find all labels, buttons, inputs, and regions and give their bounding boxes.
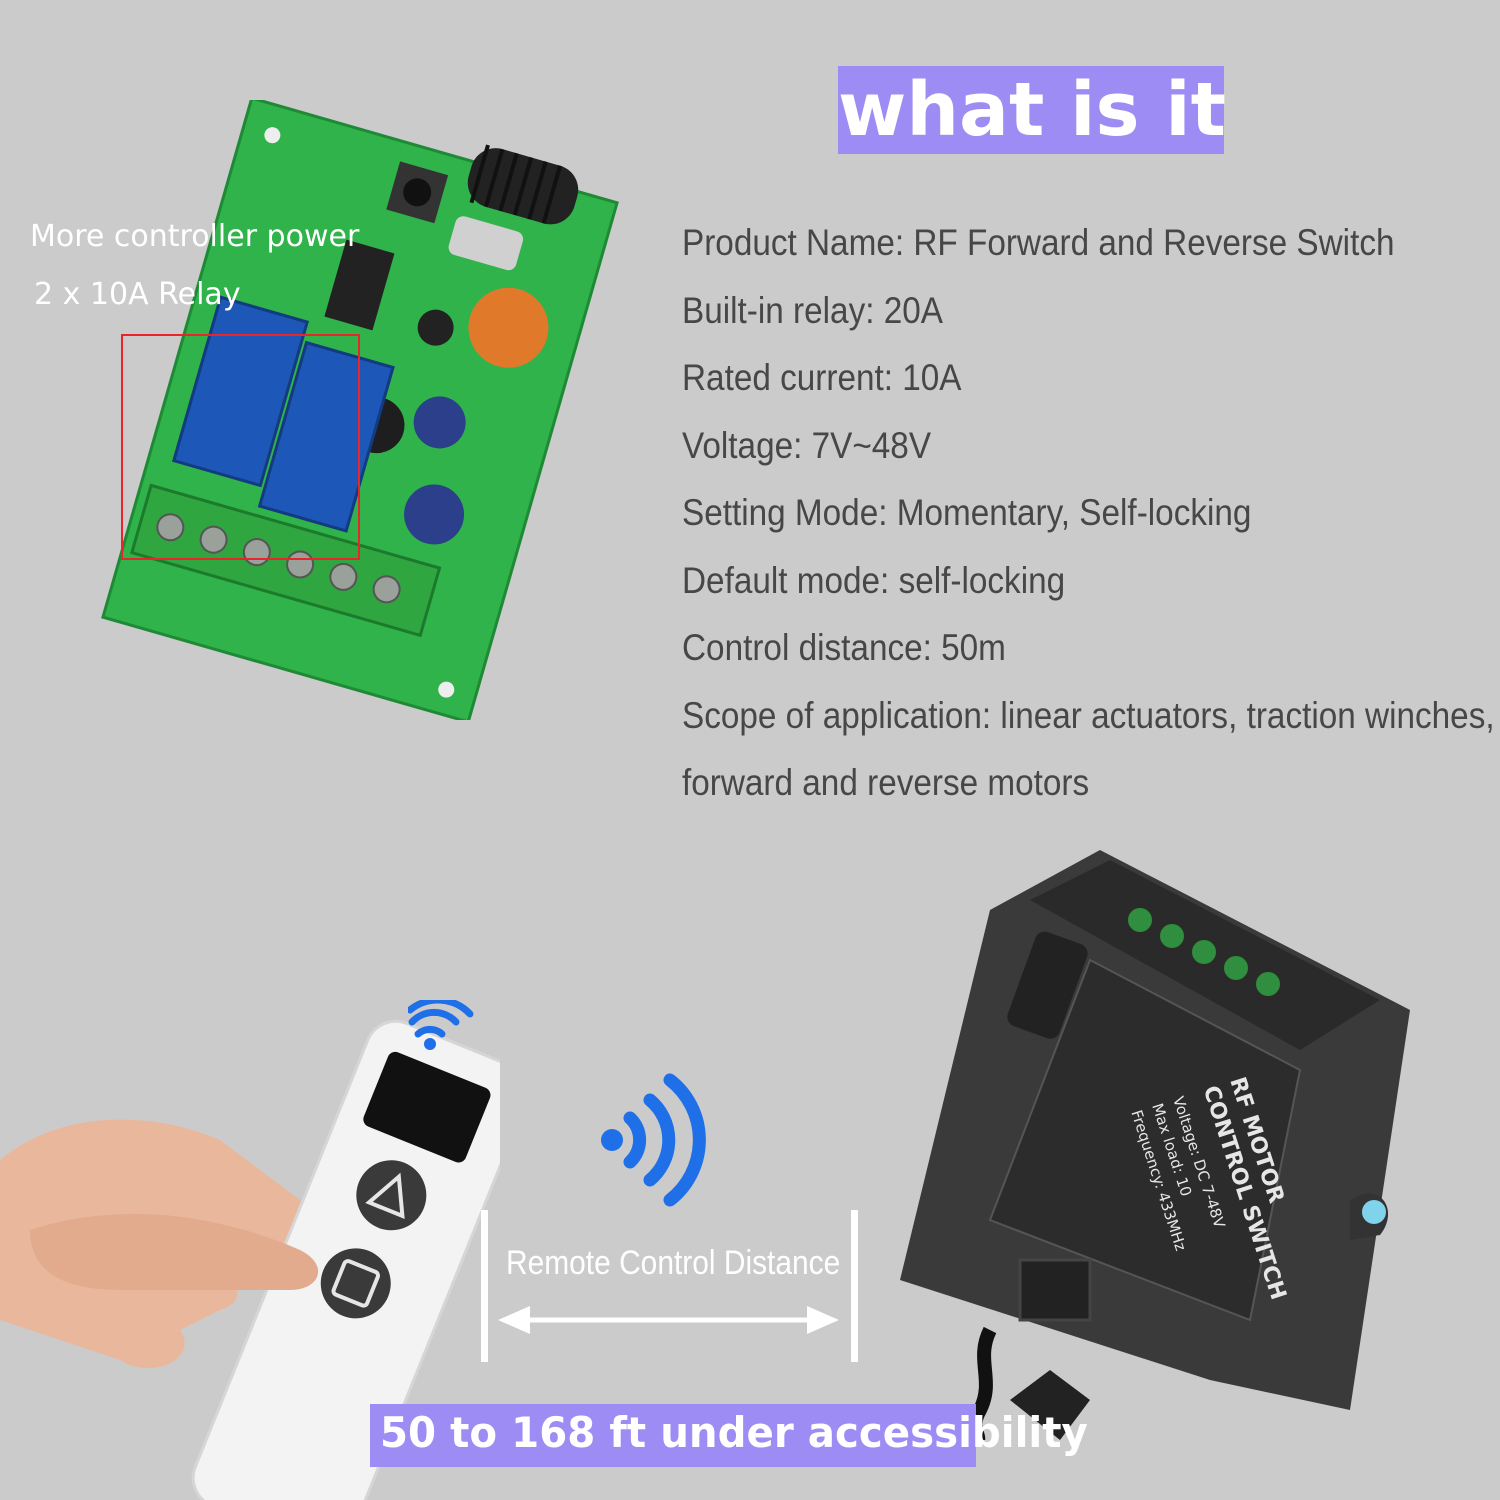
box-button — [1018, 1258, 1092, 1322]
spec-scope: Scope of application: linear actuators, … — [682, 695, 1495, 736]
stop-button-icon — [320, 1248, 391, 1319]
control-box-image: RF MOTOR CONTROL SWITCH Voltage: DC 7-48… — [900, 850, 1410, 1440]
orange-capacitor — [468, 287, 549, 368]
distance-arrow-icon — [498, 1306, 839, 1334]
up-button-icon — [356, 1160, 427, 1231]
spec-default-mode: Default mode: self-locking — [682, 560, 1066, 601]
capacitor — [413, 396, 466, 449]
label-panel — [988, 958, 1302, 1322]
distance-caption: 50 to 168 ft under accessibility — [380, 1408, 1088, 1457]
chip — [324, 239, 395, 331]
spec-rated-current: Rated current: 10A — [682, 357, 962, 398]
capacitor — [404, 484, 465, 545]
hand-fingers — [30, 1213, 319, 1290]
relay-board-image — [101, 100, 619, 720]
callout-line-2: 2 x 10A Relay — [34, 277, 241, 312]
spec-scope-continued: forward and reverse motors — [682, 762, 1090, 803]
title-badge: what is it — [838, 66, 1227, 154]
signal-waves-icon — [601, 1073, 706, 1207]
antenna-wire — [968, 1326, 997, 1440]
crystal — [448, 216, 524, 271]
spec-control-distance: Control distance: 50m — [682, 627, 1006, 668]
distance-marker-left — [481, 1210, 488, 1362]
spec-built-in-relay: Built-in relay: 20A — [682, 290, 943, 331]
distance-marker-right — [851, 1210, 858, 1362]
remote-display — [363, 1051, 491, 1163]
distance-caption-badge: 50 to 168 ft under accessibility — [370, 1404, 1088, 1467]
page-title: what is it — [838, 67, 1227, 153]
spec-setting-mode: Setting Mode: Momentary, Self-locking — [682, 492, 1252, 533]
wifi-signal-icon — [408, 1000, 474, 1050]
relay-1 — [171, 295, 310, 488]
spec-voltage: Voltage: 7V~48V — [682, 425, 932, 466]
terminal-block — [129, 483, 442, 638]
remote-in-hand-image — [0, 1019, 500, 1500]
callout-line-1: More controller power — [30, 219, 360, 254]
spec-product-name: Product Name: RF Forward and Reverse Swi… — [682, 222, 1395, 263]
relay-highlight-box — [121, 334, 360, 560]
distance-label: Remote Control Distance — [506, 1244, 841, 1282]
